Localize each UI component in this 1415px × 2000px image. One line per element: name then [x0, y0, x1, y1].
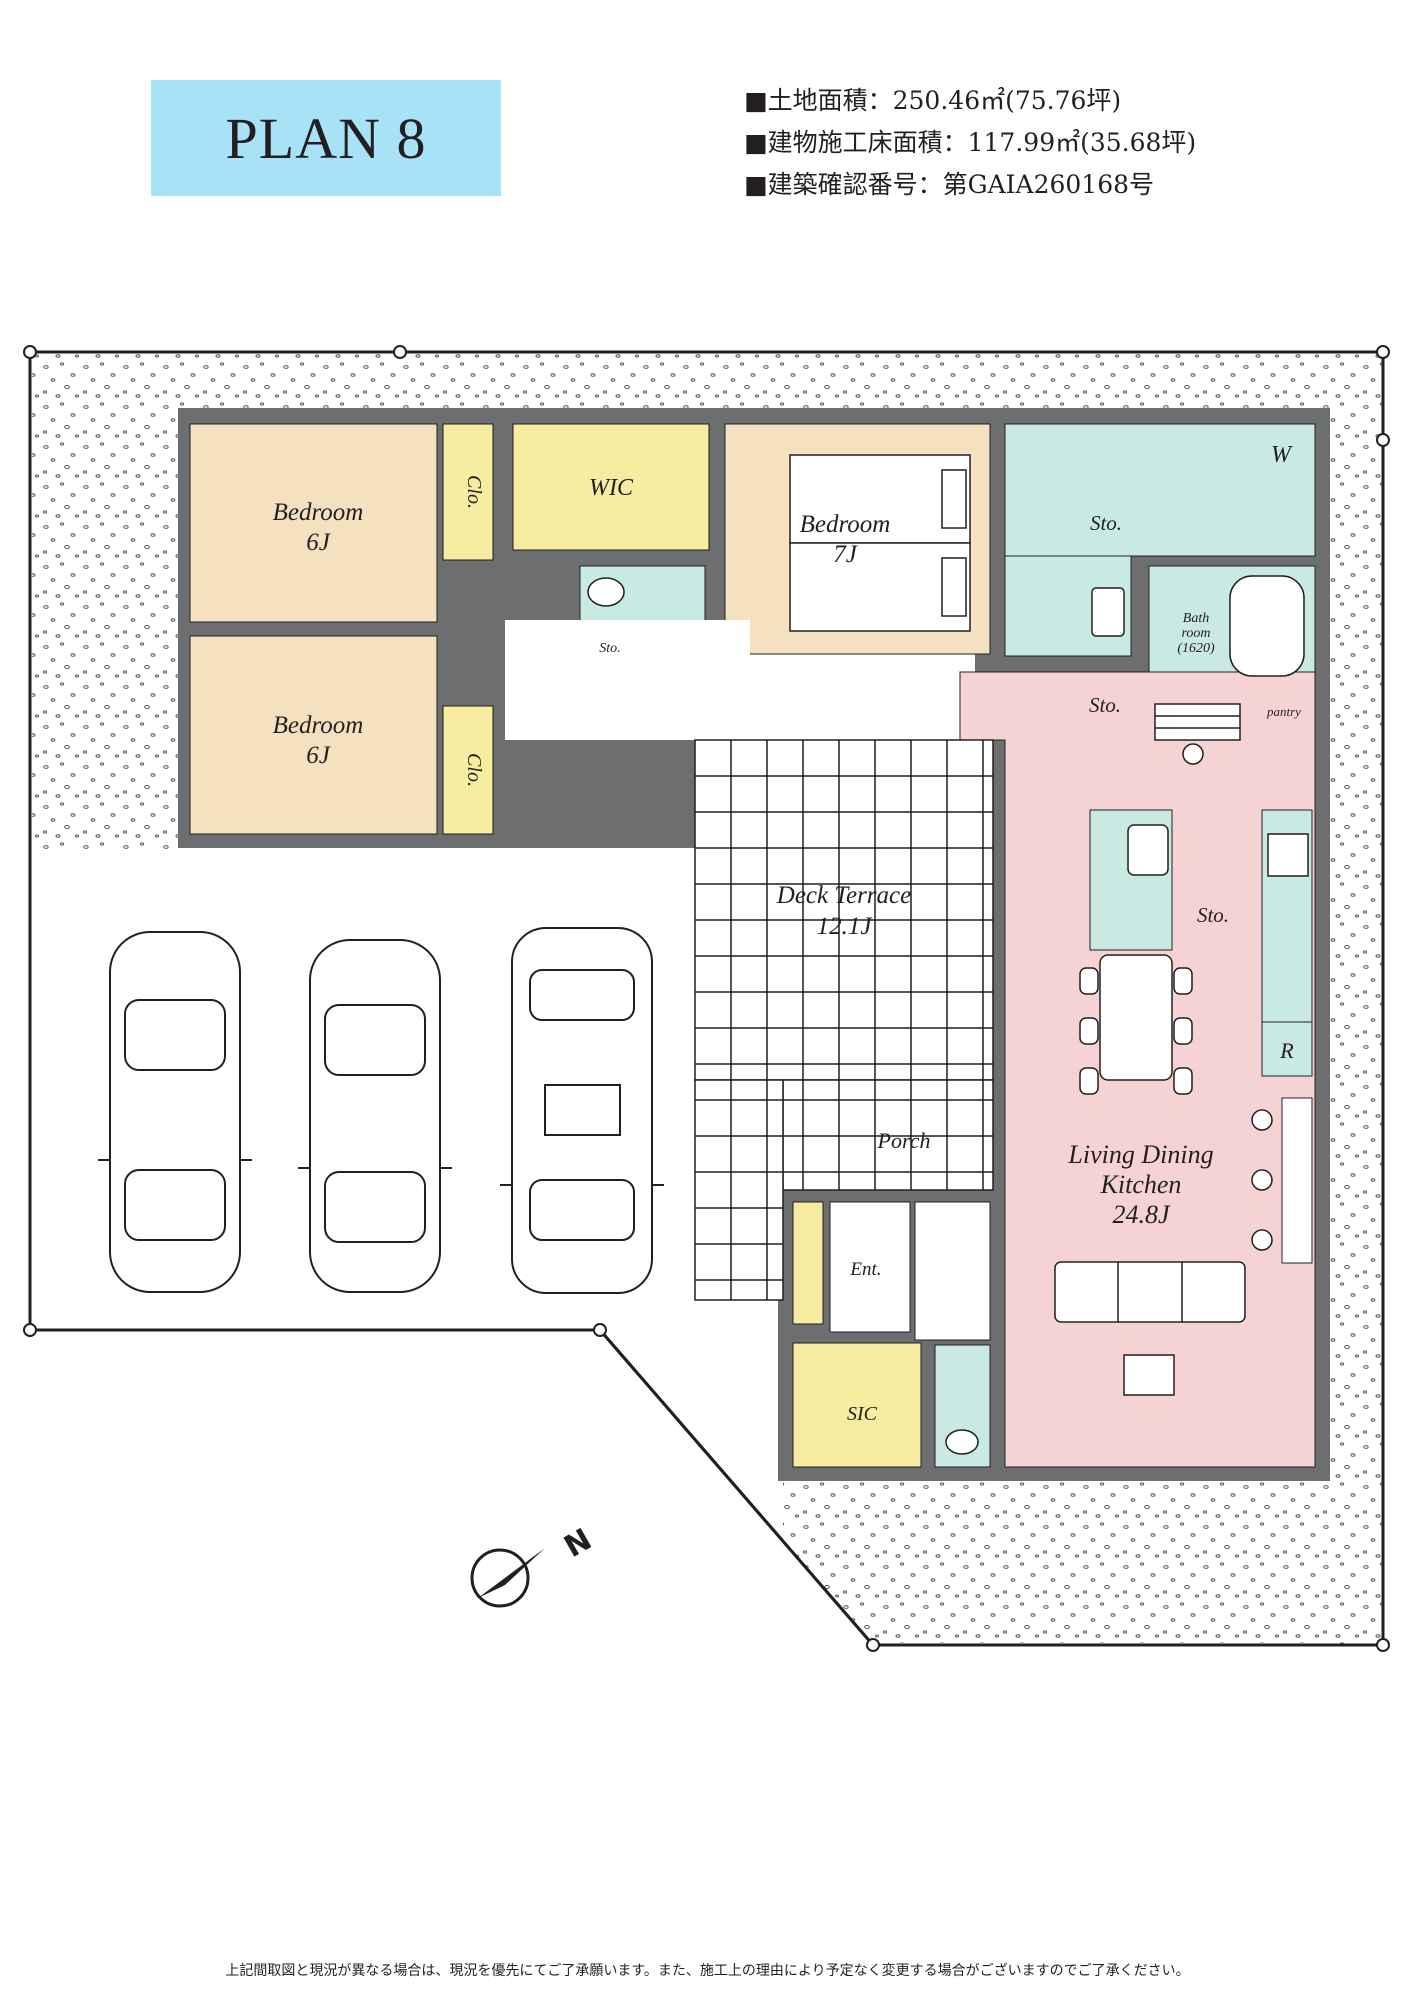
ldk-size: 24.8J	[1112, 1200, 1171, 1229]
sto-hall-label: Sto.	[1089, 693, 1121, 717]
porch-label: Porch	[877, 1128, 931, 1153]
deck-terrace-grid	[694, 739, 994, 1301]
north-arrow-icon: N	[470, 1522, 598, 1608]
sto-wash-label: Sto.	[1090, 511, 1122, 535]
wic-label: WIC	[589, 475, 634, 501]
disclaimer-footer: 上記間取図と現況が異なる場合は、現況を優先にてご了承願います。また、施工上の理由…	[225, 1963, 1190, 1979]
car-3	[500, 927, 664, 1294]
spec-floor-area: ■建物施工床面積：117.99㎡(35.68坪)	[744, 128, 1197, 157]
compass-letter: N	[559, 1522, 598, 1565]
car-1	[98, 931, 252, 1293]
refrigerator-label: R	[1279, 1038, 1294, 1063]
ldk-label-2: Kitchen	[1100, 1170, 1182, 1199]
bedroom3-size: 7J	[833, 541, 859, 568]
bath-label-3: (1620)	[1177, 641, 1215, 656]
sic-label: SIC	[847, 1403, 878, 1425]
car-2	[298, 939, 452, 1293]
bath-fixtures	[587, 575, 1305, 1455]
ldk-label-1: Living Dining	[1067, 1140, 1213, 1169]
bath-label-2: room	[1181, 626, 1210, 641]
pantry-label: pantry	[1266, 704, 1301, 719]
bedroom2-name: Bedroom	[273, 712, 364, 739]
spec-land-area: ■土地面積：250.46㎡(75.76坪)	[744, 86, 1122, 115]
plan-title: PLAN 8	[151, 80, 501, 196]
clo2-label: Clo.	[463, 753, 485, 787]
sto-wc-label: Sto.	[599, 641, 620, 656]
bedroom1-name: Bedroom	[273, 499, 364, 526]
washer-label: W	[1271, 442, 1293, 468]
deck-name: Deck Terrace	[776, 882, 911, 909]
spec-list: ■土地面積：250.46㎡(75.76坪) ■建物施工床面積：117.99㎡(3…	[744, 80, 1196, 206]
bed-furniture	[789, 454, 971, 632]
bedroom3-name: Bedroom	[800, 511, 891, 538]
deck-size: 12.1J	[817, 913, 874, 940]
sto-kitchen-label: Sto.	[1197, 903, 1229, 927]
spec-permit-number: ■建築確認番号：第GAIA260168号	[744, 170, 1155, 199]
bedroom2-size: 6J	[306, 742, 332, 769]
room-labels: Bedroom 6J Bedroom 6J Bedroom 7J Clo. Cl…	[273, 442, 1302, 1425]
clo1-label: Clo.	[463, 475, 485, 509]
bedroom1-size: 6J	[306, 529, 332, 556]
entrance-label: Ent.	[849, 1259, 881, 1280]
kitchen-furniture	[1054, 743, 1309, 1396]
bath-label-1: Bath	[1183, 611, 1209, 626]
